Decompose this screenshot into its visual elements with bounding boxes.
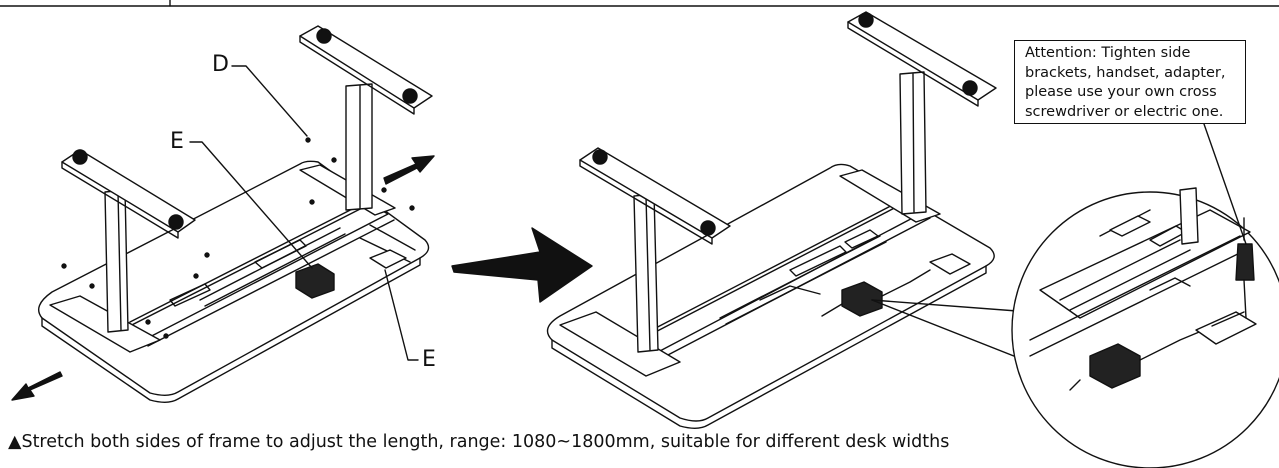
left-foot-back bbox=[299, 25, 433, 109]
detail-zoom-circle bbox=[1011, 123, 1279, 468]
middle-desk-assembly bbox=[546, 11, 997, 429]
screwdriver-icon bbox=[1203, 123, 1255, 319]
middle-foot-front bbox=[579, 147, 731, 239]
label-d: D bbox=[212, 52, 229, 77]
step-arrow-icon bbox=[451, 227, 593, 303]
stretch-arrow-icon bbox=[383, 155, 435, 185]
left-leg-front bbox=[104, 189, 129, 333]
attention-line: brackets, handset, adapter, bbox=[1025, 64, 1226, 81]
attention-line: screwdriver or electric one. bbox=[1025, 103, 1224, 120]
left-leg-back bbox=[345, 83, 373, 211]
label-e-top: E bbox=[170, 129, 184, 154]
label-leaders bbox=[189, 65, 419, 361]
attention-line: please use your own cross bbox=[1025, 84, 1217, 100]
zoom-handset bbox=[1195, 311, 1257, 345]
instruction-caption: ▲Stretch both sides of frame to adjust t… bbox=[8, 432, 950, 452]
label-e-bottom: E bbox=[422, 347, 436, 372]
header-rule bbox=[0, 0, 1279, 7]
attention-callout: Attention: Tighten side brackets, handse… bbox=[1014, 40, 1246, 124]
zoom-leaders bbox=[871, 299, 1035, 365]
left-control-box bbox=[295, 263, 335, 299]
left-desk-assembly bbox=[38, 25, 433, 403]
attention-line: Attention: Tighten side bbox=[1025, 45, 1191, 61]
stretch-arrow-icon bbox=[11, 371, 63, 401]
middle-control-box bbox=[841, 281, 883, 317]
